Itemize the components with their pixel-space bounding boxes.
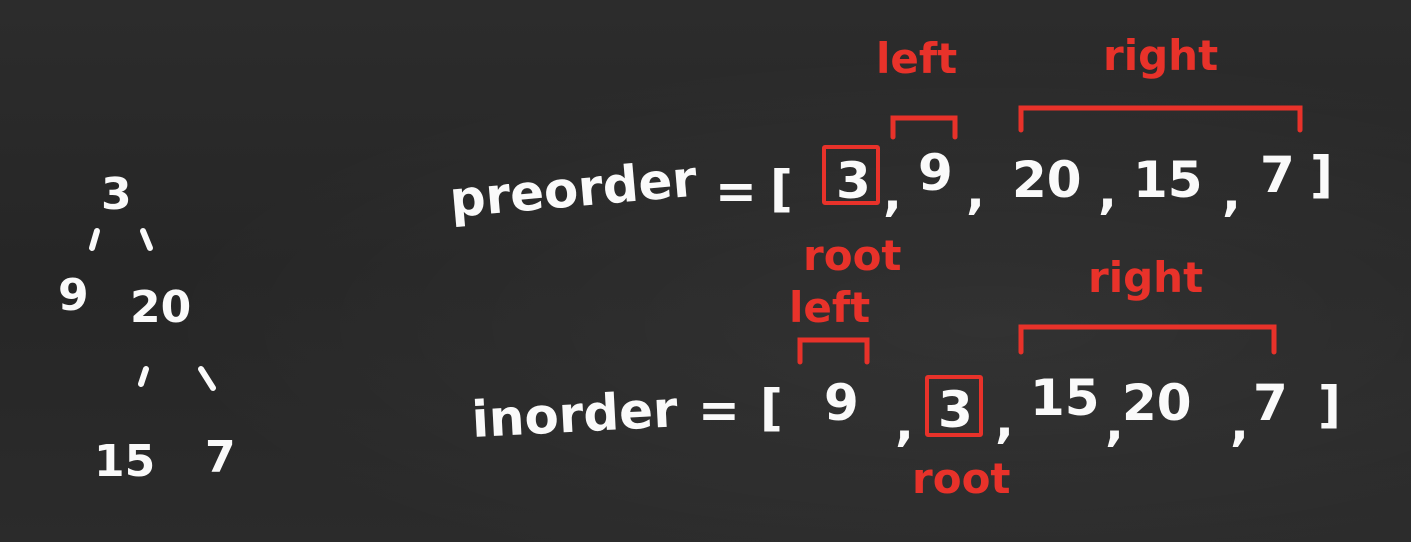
preorder-open-bracket: [ [770, 160, 793, 218]
preorder-right-bracket [1018, 105, 1303, 133]
preorder-left-label: left [876, 34, 958, 83]
inorder-right-label: right [1088, 253, 1204, 302]
preorder-comma: , [883, 164, 902, 222]
inorder-comma: , [895, 394, 914, 452]
tree-node-root: 3 [101, 169, 132, 220]
preorder-value-3: 20 [1012, 151, 1082, 209]
tree-node-right-right: 7 [205, 432, 236, 483]
tree-edge-20-15 [138, 366, 149, 387]
preorder-root-box [822, 145, 880, 205]
tree-node-left: 9 [58, 270, 89, 321]
inorder-comma: , [1105, 394, 1124, 452]
inorder-value-2: 3 [938, 381, 973, 439]
inorder-value-4: 20 [1122, 374, 1192, 432]
tree-node-right: 20 [130, 282, 192, 333]
preorder-value-5: 7 [1260, 146, 1295, 204]
preorder-comma: , [1222, 164, 1241, 222]
inorder-root-label: root [912, 454, 1011, 503]
preorder-right-label: right [1103, 31, 1219, 80]
preorder-comma: , [1098, 162, 1117, 220]
inorder-left-label: left [789, 283, 871, 332]
inorder-root-box [925, 375, 983, 437]
tree-edge-3-20 [140, 228, 153, 251]
tree-edge-3-9 [89, 228, 100, 251]
inorder-value-3: 15 [1030, 369, 1100, 427]
inorder-value-1: 9 [824, 374, 859, 432]
inorder-label: inorder [470, 380, 680, 449]
preorder-comma: , [966, 162, 985, 220]
tree-edge-20-7 [198, 366, 216, 391]
preorder-close-bracket: ] [1310, 146, 1333, 204]
inorder-close-bracket: ] [1318, 376, 1341, 434]
inorder-comma: , [995, 391, 1014, 449]
inorder-equals: = [698, 381, 740, 439]
preorder-left-bracket [890, 115, 958, 140]
preorder-equals: = [715, 162, 757, 220]
inorder-comma: , [1230, 394, 1249, 452]
preorder-value-2: 9 [918, 144, 953, 202]
inorder-open-bracket: [ [760, 379, 783, 437]
preorder-root-label: root [803, 231, 902, 280]
inorder-left-bracket [797, 337, 870, 365]
inorder-value-5: 7 [1253, 374, 1288, 432]
tree-node-right-left: 15 [94, 436, 156, 487]
preorder-value-1: 3 [836, 152, 871, 210]
inorder-right-bracket [1018, 324, 1277, 355]
preorder-value-4: 15 [1133, 151, 1203, 209]
